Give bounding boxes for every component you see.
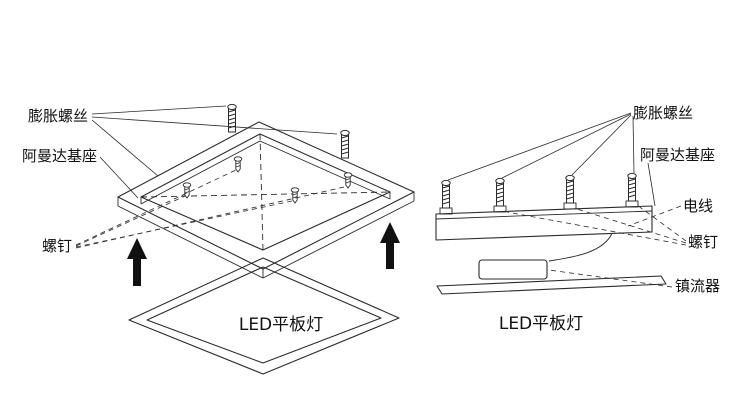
- leader-line-dashed: [576, 208, 687, 244]
- mounting-frame: [117, 121, 415, 279]
- left-diagram: LED平板灯 膨胀螺丝 阿曼达基座 螺钉: [22, 103, 415, 375]
- screw-label: 螺钉: [688, 233, 718, 251]
- base-label: 阿曼达基座: [22, 147, 97, 165]
- led-panel-side: [436, 275, 667, 295]
- frame-hidden-diagonal: [140, 191, 391, 198]
- leader-line: [91, 119, 159, 177]
- ballast-box: [478, 259, 548, 280]
- left-callouts: 膨胀螺丝 阿曼达基座 螺钉: [22, 105, 345, 255]
- expansion-screw-icon: [627, 172, 637, 202]
- expansion-screw-label: 膨胀螺丝: [28, 107, 88, 125]
- frame-bottom-edge: [117, 200, 415, 279]
- right-diagram: LED平板灯 膨胀螺丝 阿曼达基座 电线 螺钉 镇流器: [435, 104, 720, 334]
- leader-line-dashed: [506, 211, 687, 246]
- side-frame-bar: [435, 205, 653, 241]
- wire-line: [548, 233, 613, 262]
- wire-label: 电线: [683, 197, 713, 215]
- screw-icon: [343, 172, 353, 189]
- leader-line-dashed: [75, 169, 237, 246]
- expansion-screw-icon: [227, 103, 237, 133]
- expansion-screw-icon: [340, 129, 350, 159]
- leader-line: [91, 105, 227, 115]
- leader-line-dashed: [636, 204, 687, 242]
- frame-hidden-diagonal: [259, 133, 264, 251]
- leader-line: [501, 113, 632, 179]
- leader-line: [99, 156, 139, 199]
- screw-seat: [563, 202, 577, 210]
- panel-inner-edge: [146, 266, 382, 364]
- led-panel-label: LED平板灯: [499, 314, 583, 334]
- base-label: 阿曼达基座: [640, 146, 715, 164]
- led-panel: LED平板灯: [128, 257, 400, 375]
- screw-icon: [233, 156, 243, 173]
- led-panel-label: LED平板灯: [239, 315, 323, 335]
- screw-label: 螺钉: [42, 237, 72, 255]
- leader-line-dashed: [548, 269, 673, 288]
- leader-line: [571, 114, 632, 176]
- leader-line: [632, 115, 635, 174]
- leader-line: [447, 112, 632, 181]
- bar-outline: [435, 205, 653, 241]
- right-callouts: 膨胀螺丝 阿曼达基座 电线 螺钉 镇流器: [447, 104, 720, 295]
- screw-icon: [290, 187, 300, 204]
- leader-line: [91, 116, 338, 135]
- leader-line-dashed: [75, 195, 186, 247]
- leader-line: [647, 162, 656, 207]
- up-arrow-icon: [380, 222, 400, 269]
- up-arrow-icon: [127, 238, 147, 286]
- ballast-label: 镇流器: [675, 277, 720, 295]
- panel-outer-edge: [128, 257, 400, 375]
- expansion-screw-label: 膨胀螺丝: [633, 104, 693, 122]
- leader-line-dashed: [75, 186, 345, 249]
- expansion-screw-icon: [495, 177, 505, 207]
- bar-rim-line: [435, 210, 653, 220]
- expansion-screw-icon: [565, 174, 575, 204]
- leader-line-dashed: [627, 205, 682, 227]
- expansion-screw-icon: [441, 179, 451, 209]
- leader-line-dashed: [75, 200, 293, 248]
